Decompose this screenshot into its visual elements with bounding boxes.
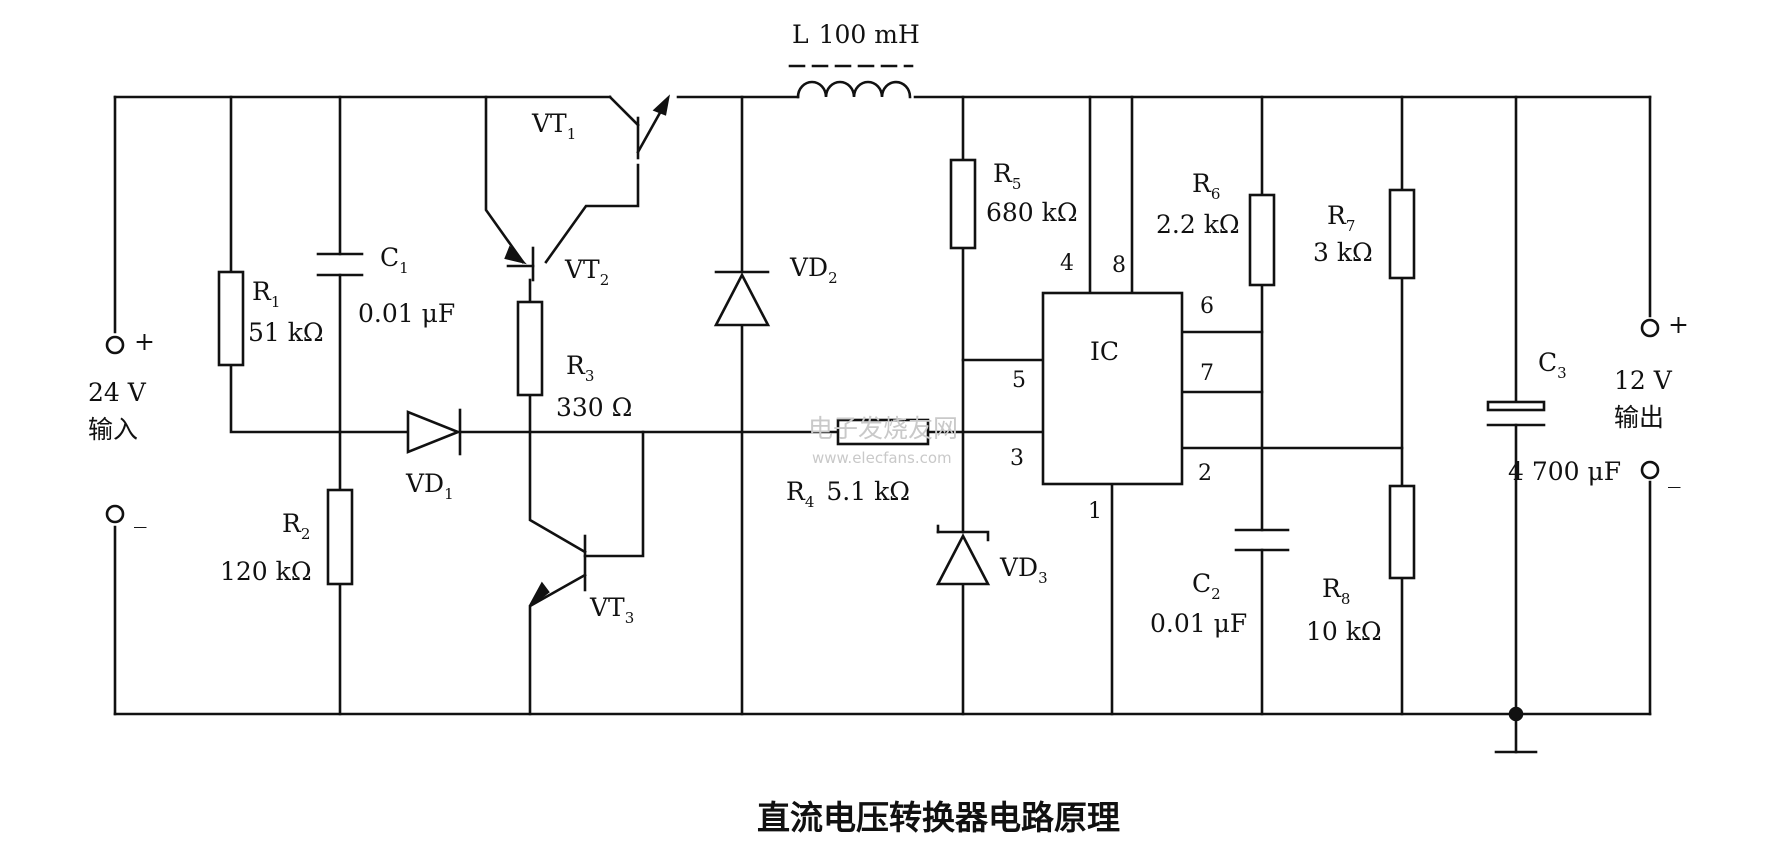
- ic-pin-1: 1: [1088, 499, 1102, 524]
- r3-value: 330 Ω: [556, 393, 632, 422]
- r6-label: R6: [1192, 169, 1220, 203]
- ground-junction-dot: [1508, 706, 1524, 722]
- input-minus-sign: _: [134, 499, 147, 528]
- output-minus-sign: _: [1668, 459, 1681, 488]
- ic-chip: [1041, 291, 1184, 486]
- vt1-label: VT1: [531, 109, 576, 143]
- input-plus-terminal: [105, 335, 125, 355]
- capacitor-c2: [1234, 528, 1290, 552]
- transistor-vt2: [504, 245, 535, 282]
- capacitor-c3: [1486, 400, 1546, 427]
- input-label: 输入: [88, 415, 138, 444]
- ic-pin-3: 3: [1010, 446, 1024, 471]
- resistor-r7: [1388, 188, 1416, 280]
- zener-diode-vd3: [935, 524, 991, 586]
- diode-vd1: [406, 408, 462, 456]
- c3-value: 4 700 μF: [1508, 457, 1621, 486]
- resistor-r1: [217, 270, 245, 367]
- input-voltage: 24 V: [88, 378, 147, 407]
- resistor-r4: [836, 418, 930, 446]
- r1-value: 51 kΩ: [248, 318, 324, 347]
- ic-label: IC: [1090, 337, 1119, 366]
- output-minus-terminal: [1640, 460, 1660, 480]
- resistor-r6: [1248, 193, 1276, 287]
- input-minus-terminal: [105, 504, 125, 524]
- resistor-r5: [949, 158, 977, 250]
- watermark-url: www.elecfans.com: [812, 449, 952, 467]
- r1-label: R1: [252, 277, 280, 311]
- capacitor-c1: [316, 252, 364, 277]
- watermark-cn: 电子发烧友网: [808, 414, 958, 443]
- output-plus-terminal: [1640, 318, 1660, 338]
- watermark: 电子发烧友网 www.elecfans.com: [808, 414, 958, 467]
- r5-value: 680 kΩ: [986, 198, 1078, 227]
- ic-pin-4: 4: [1060, 251, 1074, 276]
- wires: [113, 95, 1652, 754]
- c2-value: 0.01 μF: [1150, 609, 1247, 638]
- r6-value: 2.2 kΩ: [1156, 210, 1240, 239]
- vd2-label: VD2: [789, 253, 838, 287]
- transistor-vt1: [636, 94, 671, 160]
- ic-pin-7: 7: [1200, 361, 1214, 386]
- inductor-l: [788, 64, 914, 99]
- diode-vd2: [713, 270, 771, 327]
- r8-label: R8: [1322, 574, 1350, 608]
- ic-pin-8: 8: [1112, 253, 1126, 278]
- r7-value: 3 kΩ: [1313, 238, 1373, 267]
- c1-value: 0.01 μF: [358, 299, 455, 328]
- resistor-r3: [516, 300, 544, 397]
- vt2-label: VT2: [564, 255, 609, 289]
- resistor-r2: [326, 488, 354, 586]
- vt3-label: VT3: [589, 593, 634, 627]
- r3-label: R3: [566, 351, 594, 385]
- vd3-label: VD3: [999, 553, 1048, 587]
- output-plus-sign: +: [1668, 310, 1689, 339]
- output-label: 输出: [1614, 403, 1664, 432]
- vd1-label: VD1: [405, 469, 454, 503]
- r2-label: R2: [282, 509, 310, 543]
- diagram-caption: 直流电压转换器电路原理: [757, 798, 1120, 837]
- r5-label: R5: [993, 159, 1021, 193]
- r7-label: R7: [1327, 201, 1355, 235]
- output-voltage: 12 V: [1614, 366, 1673, 395]
- transistor-vt3: [528, 534, 587, 608]
- resistor-r8: [1388, 484, 1416, 580]
- c2-label: C2: [1192, 569, 1221, 603]
- c3-label: C3: [1538, 348, 1567, 382]
- c1-label: C1: [380, 243, 409, 277]
- input-plus-sign: +: [134, 327, 155, 356]
- ic-pin-2: 2: [1198, 461, 1212, 486]
- r8-value: 10 kΩ: [1306, 617, 1382, 646]
- ic-pin-6: 6: [1200, 294, 1214, 319]
- r2-value: 120 kΩ: [220, 557, 312, 586]
- ic-pin-5: 5: [1012, 368, 1026, 393]
